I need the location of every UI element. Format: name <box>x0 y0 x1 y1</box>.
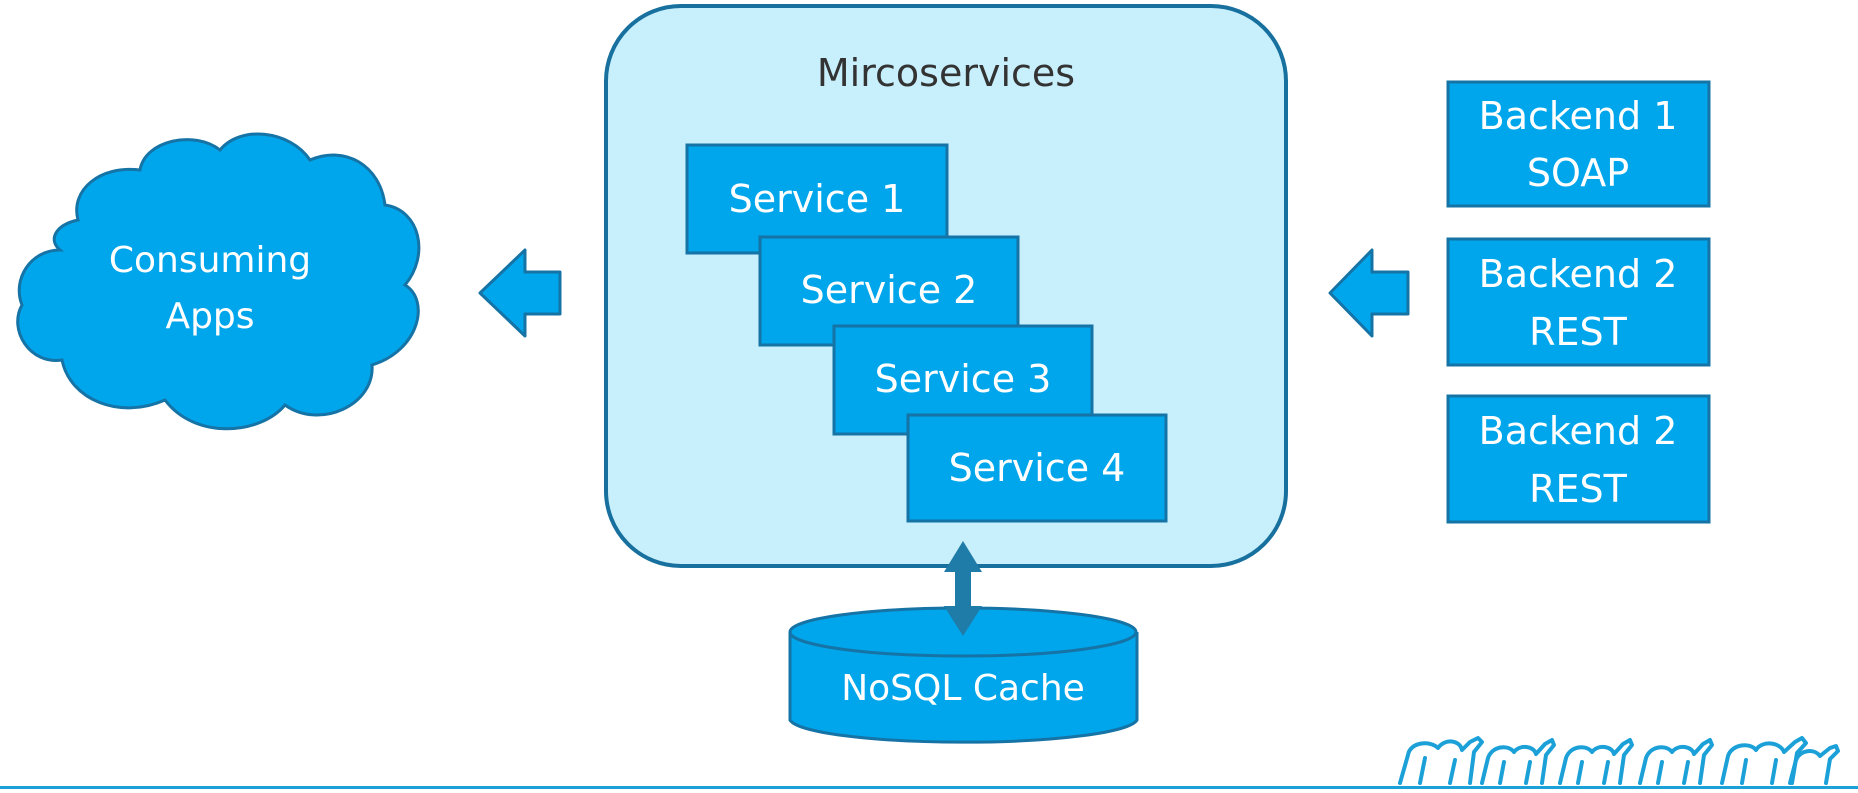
service-label-2: Service 2 <box>801 268 978 312</box>
service-label-4: Service 4 <box>949 446 1126 490</box>
camel-icon-1 <box>1398 736 1484 785</box>
backend-box-3: Backend 2 REST <box>1446 394 1711 524</box>
service-box-4: Service 4 <box>906 413 1168 523</box>
backend-2-line1: Backend 2 <box>1479 252 1678 296</box>
cloud-shape <box>16 132 421 431</box>
microservices-panel: Mircoservices Service 1 Service 2 Servic… <box>604 4 1288 568</box>
bottom-divider <box>0 786 1858 789</box>
backend-1-line2: SOAP <box>1527 151 1629 195</box>
cloud-label-line2: Apps <box>165 296 254 337</box>
camel-icon-3 <box>1558 738 1634 785</box>
service-label-1: Service 1 <box>729 177 906 221</box>
double-arrow-vertical-icon <box>944 541 982 636</box>
service-box-1: Service 1 <box>685 143 949 255</box>
cloud-label-line1: Consuming <box>109 240 311 281</box>
arrow-left-icon <box>478 248 562 338</box>
cache-label: NoSQL Cache <box>841 668 1085 709</box>
camel-caravan-logo <box>1398 736 1840 785</box>
camel-icon-2 <box>1480 738 1556 785</box>
consuming-apps-cloud: Consuming Apps <box>16 132 421 431</box>
service-label-3: Service 3 <box>875 357 1052 401</box>
backend-1-line1: Backend 1 <box>1479 94 1678 138</box>
backend-box-1: Backend 1 SOAP <box>1446 80 1711 208</box>
camel-icon-5 <box>1720 736 1840 785</box>
backend-3-line1: Backend 2 <box>1479 409 1678 453</box>
backend-box-2: Backend 2 REST <box>1446 237 1711 367</box>
camel-icon-4 <box>1638 738 1714 785</box>
backend-3-line2: REST <box>1529 467 1628 511</box>
microservices-title: Mircoservices <box>817 51 1075 95</box>
backend-2-line2: REST <box>1529 310 1628 354</box>
arrow-left-icon-backends <box>1328 248 1410 338</box>
